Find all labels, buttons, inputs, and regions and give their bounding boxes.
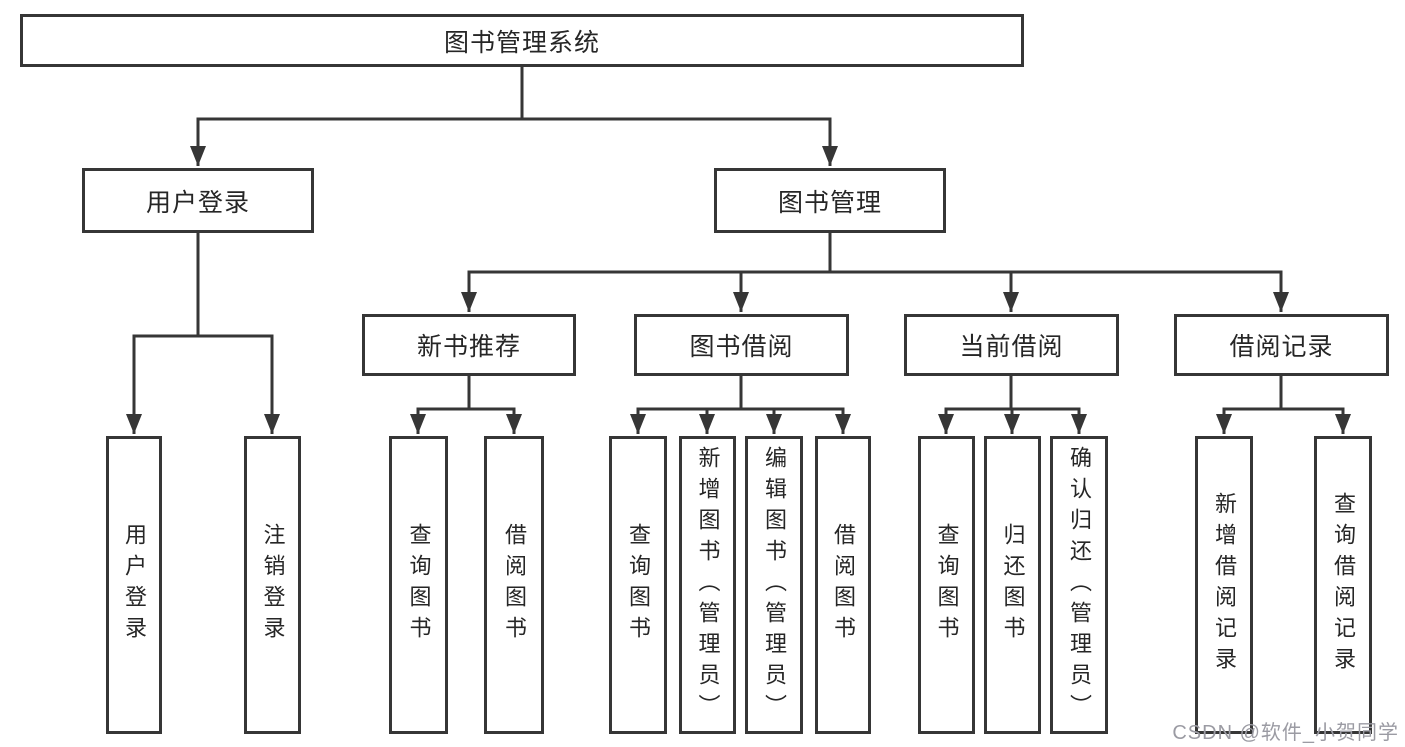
node-current-borrowing: 当前借阅	[904, 314, 1119, 376]
leaf-add-borrow-record: 新增借阅记录	[1195, 436, 1253, 734]
node-borrowing-records: 借阅记录	[1174, 314, 1389, 376]
node-new-book-recommendation: 新书推荐	[362, 314, 576, 376]
node-book-management: 图书管理	[714, 168, 946, 233]
leaf-edit-book-admin: 编辑图书（管理员）	[745, 436, 803, 734]
leaf-query-book-nb: 查询图书	[389, 436, 448, 734]
leaf-confirm-return-admin: 确认归还（管理员）	[1050, 436, 1108, 734]
leaf-query-book-bb: 查询图书	[609, 436, 667, 734]
leaf-borrow-book-nb: 借阅图书	[484, 436, 544, 734]
leaf-user-login: 用户登录	[106, 436, 162, 734]
leaf-logout: 注销登录	[244, 436, 301, 734]
leaf-add-book-admin: 新增图书（管理员）	[679, 436, 736, 734]
csdn-watermark: CSDN @软件_小贺同学	[1172, 722, 1399, 744]
leaf-query-borrow-record: 查询借阅记录	[1314, 436, 1372, 734]
leaf-query-book-cb: 查询图书	[918, 436, 975, 734]
leaf-return-book: 归还图书	[984, 436, 1041, 734]
node-root: 图书管理系统	[20, 14, 1024, 67]
leaf-borrow-book-bb: 借阅图书	[815, 436, 871, 734]
node-book-borrowing: 图书借阅	[634, 314, 849, 376]
node-user-login: 用户登录	[82, 168, 314, 233]
